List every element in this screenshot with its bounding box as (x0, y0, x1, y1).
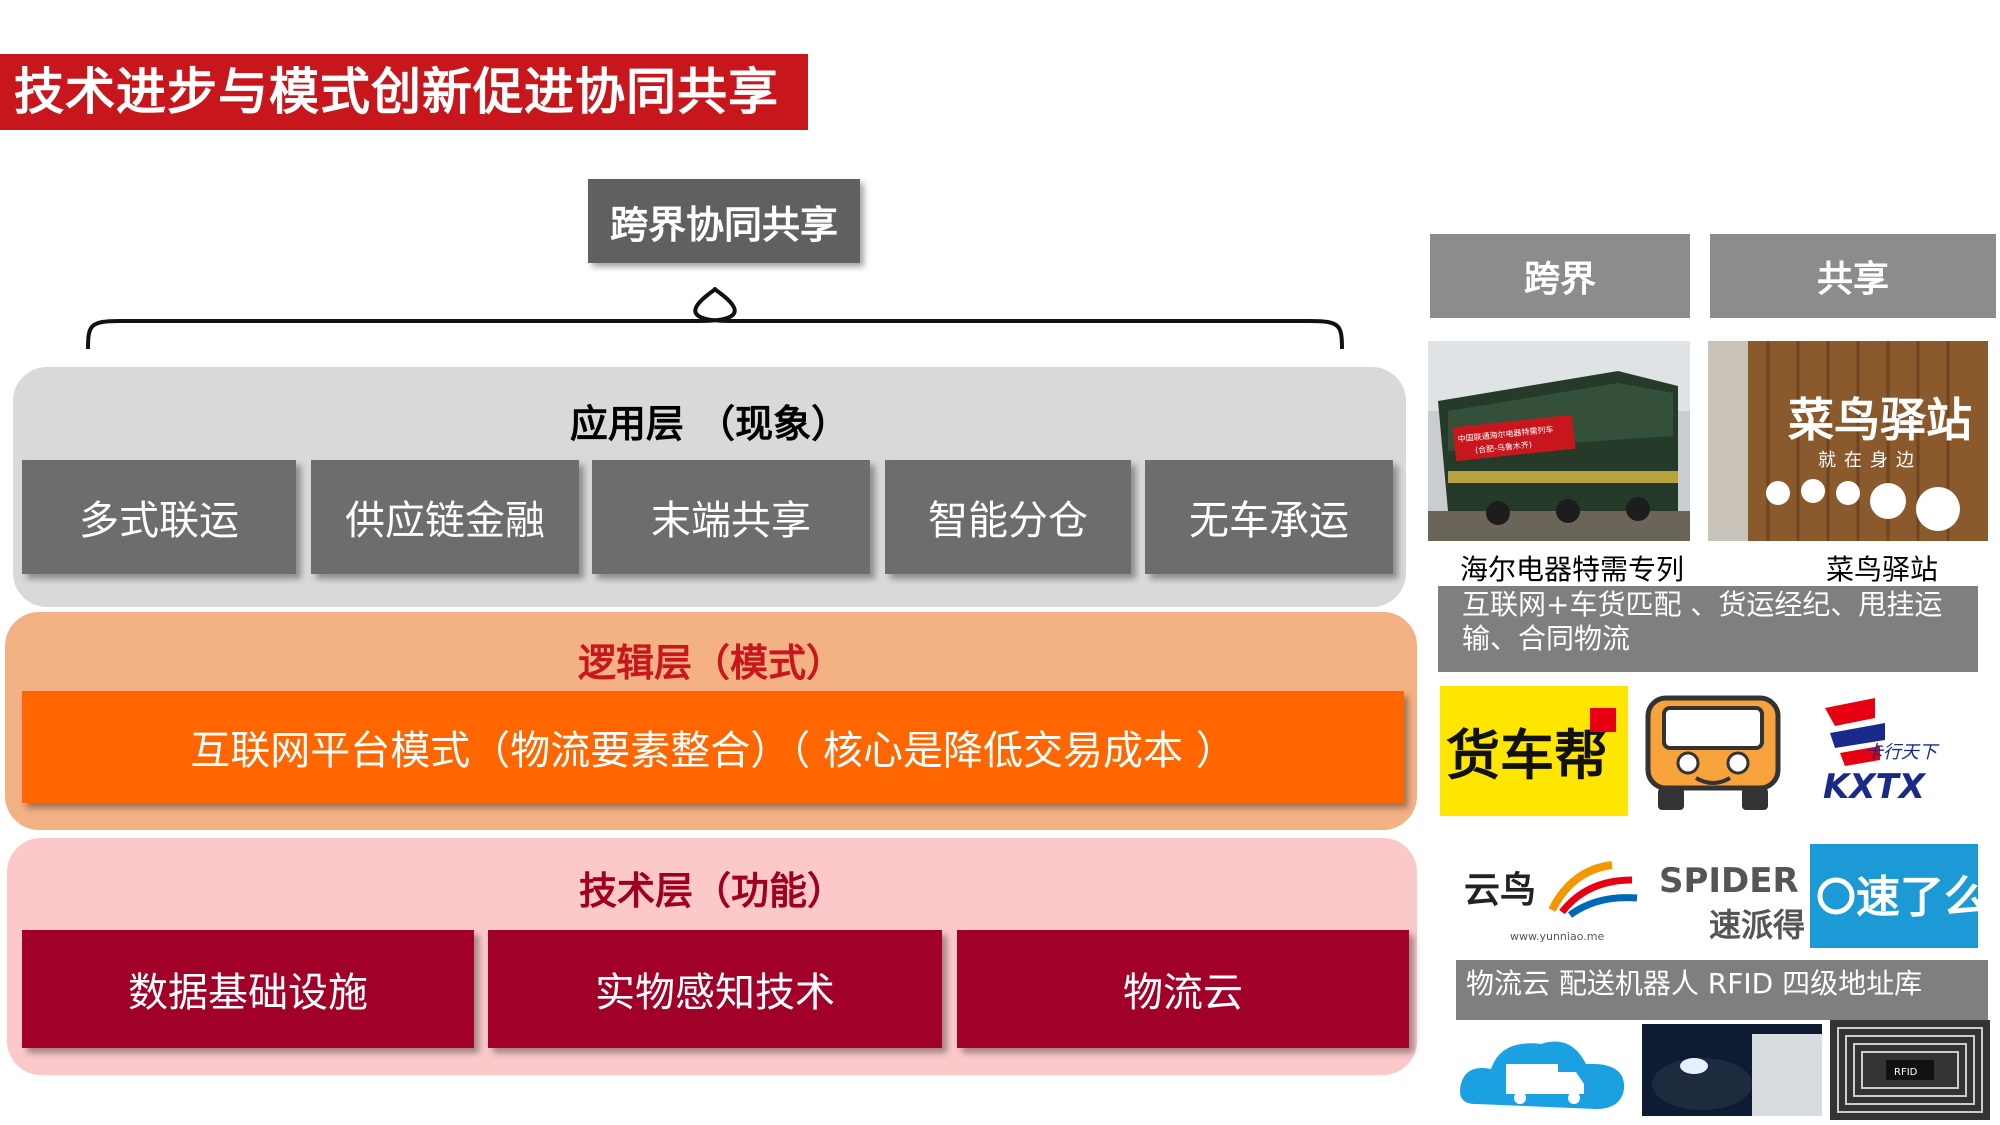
svg-text:SPIDER: SPIDER (1659, 861, 1799, 901)
app-item-supply-chain-finance: 供应链金融 (311, 460, 579, 574)
caption-cainiao-station: 菜鸟驿站 (1826, 553, 1939, 586)
svg-text:速派得: 速派得 (1709, 906, 1805, 944)
yunniao-logo: 云鸟 www.yunniao.me (1464, 861, 1638, 943)
tech-layer-title: 技术层（功能） (578, 869, 845, 913)
application-layer-title: 应用层 （现象） (569, 402, 850, 446)
caption-haier-train: 海尔电器特需专列 (1460, 553, 1685, 586)
tech-examples-strip: 物流云 配送机器人 RFID 四级地址库 (1456, 960, 1988, 1020)
platform-model-bar: 互联网平台模式（物流要素整合）（ 核心是降低交易成本 ） (22, 691, 1404, 803)
yunniao-logo-text: 云鸟 (1464, 870, 1536, 911)
yunniao-url: www.yunniao.me (1510, 930, 1604, 943)
tech-item-data-infrastructure: 数据基础设施 (22, 930, 474, 1048)
huochebang-logo-text: 货车帮 (1446, 724, 1608, 787)
haier-train-photo: 中国联通海尔电器特需列车 (合肥-乌鲁木齐) (1428, 341, 1690, 541)
rfid-tag-image: RFID (1830, 1020, 1990, 1120)
header-crossover: 跨界 (1430, 234, 1690, 318)
slide-title: 技术进步与模式创新促进协同共享 (0, 54, 808, 130)
header-sharing: 共享 (1710, 234, 1996, 318)
station-sign-slogan: 就在身边 (1818, 450, 1922, 471)
app-item-multimodal: 多式联运 (22, 460, 296, 574)
logistics-cloud-icon (1456, 1024, 1636, 1116)
rfid-chip-label: RFID (1894, 1067, 1918, 1078)
tech-item-physical-sensing: 实物感知技术 (488, 930, 942, 1048)
svg-text:卡行天下: 卡行天下 (1865, 742, 1940, 763)
app-item-non-truck-carrier: 无车承运 (1145, 460, 1393, 574)
eshuleme-logo: 速了么 (1810, 844, 1988, 948)
svg-text:速了么: 速了么 (1856, 872, 1978, 923)
svg-text:KXTX: KXTX (1823, 767, 1927, 807)
top-label-box: 跨界协同共享 (588, 179, 860, 263)
huochebang-logo: 货车帮 (1440, 686, 1628, 816)
delivery-robot-photo (1642, 1024, 1822, 1116)
app-item-smart-warehousing: 智能分仓 (885, 460, 1131, 574)
kxtx-logo: 卡行天下 KXTX (1823, 698, 1940, 807)
curly-brace (86, 286, 1344, 350)
app-item-last-mile-sharing: 末端共享 (592, 460, 870, 574)
cainiao-station-photo: 菜鸟驿站 就在身边 (1708, 341, 1988, 541)
tech-item-logistics-cloud: 物流云 (957, 930, 1409, 1048)
truck-mascot-logo (1645, 695, 1781, 810)
spider-logo: SPIDER 速派得 (1659, 861, 1805, 944)
station-sign-name: 菜鸟驿站 (1788, 393, 1972, 447)
logic-layer-title: 逻辑层（模式） (577, 641, 844, 685)
truck-matching-strip: 互联网+车货匹配 、货运经纪、甩挂运输、合同物流 (1438, 586, 1978, 672)
